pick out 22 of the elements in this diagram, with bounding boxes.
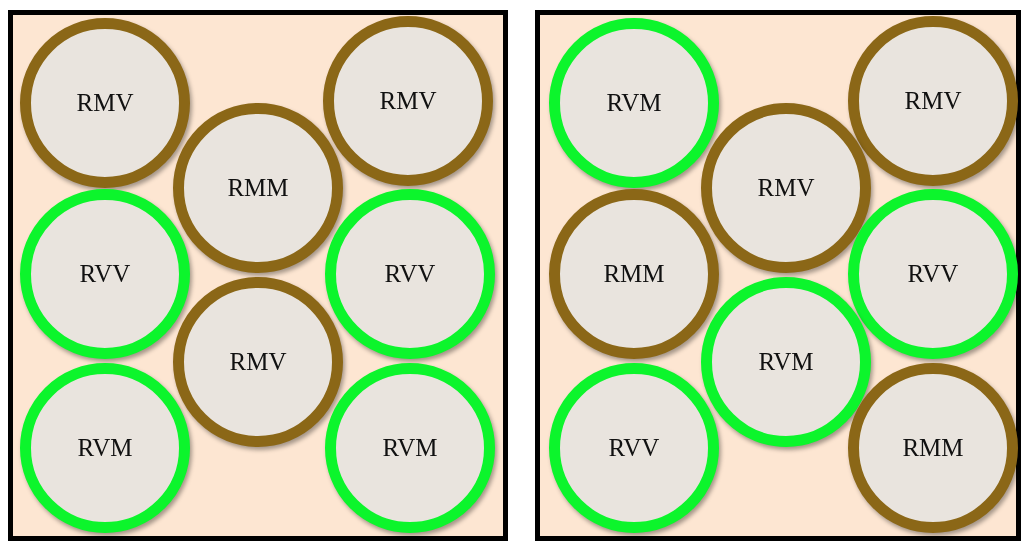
- circle-label: RMM: [227, 174, 289, 202]
- circle-label: RMM: [902, 434, 964, 462]
- circle-label: RMV: [757, 174, 815, 202]
- circle-label: RMV: [229, 348, 287, 376]
- circle-label: RMM: [603, 260, 665, 288]
- circle-label: RVM: [382, 434, 438, 462]
- circle-label: RVV: [384, 260, 436, 288]
- circle-label: RMV: [379, 87, 437, 115]
- circle-label: RVM: [77, 434, 133, 462]
- circle-label: RMV: [904, 87, 962, 115]
- circle-label: RVM: [606, 89, 662, 117]
- ring-circle: [173, 103, 343, 273]
- panel-frame: [535, 10, 1021, 541]
- circle-label: RVV: [608, 434, 660, 462]
- panel-frame: [8, 10, 508, 541]
- ring-circle: [701, 103, 871, 273]
- circle-label: RVV: [907, 260, 959, 288]
- ring-circle: [173, 277, 343, 447]
- circle-label: RVV: [79, 260, 131, 288]
- circle-label: RVM: [758, 348, 814, 376]
- circle-label: RMV: [76, 89, 134, 117]
- ring-circle: [701, 277, 871, 447]
